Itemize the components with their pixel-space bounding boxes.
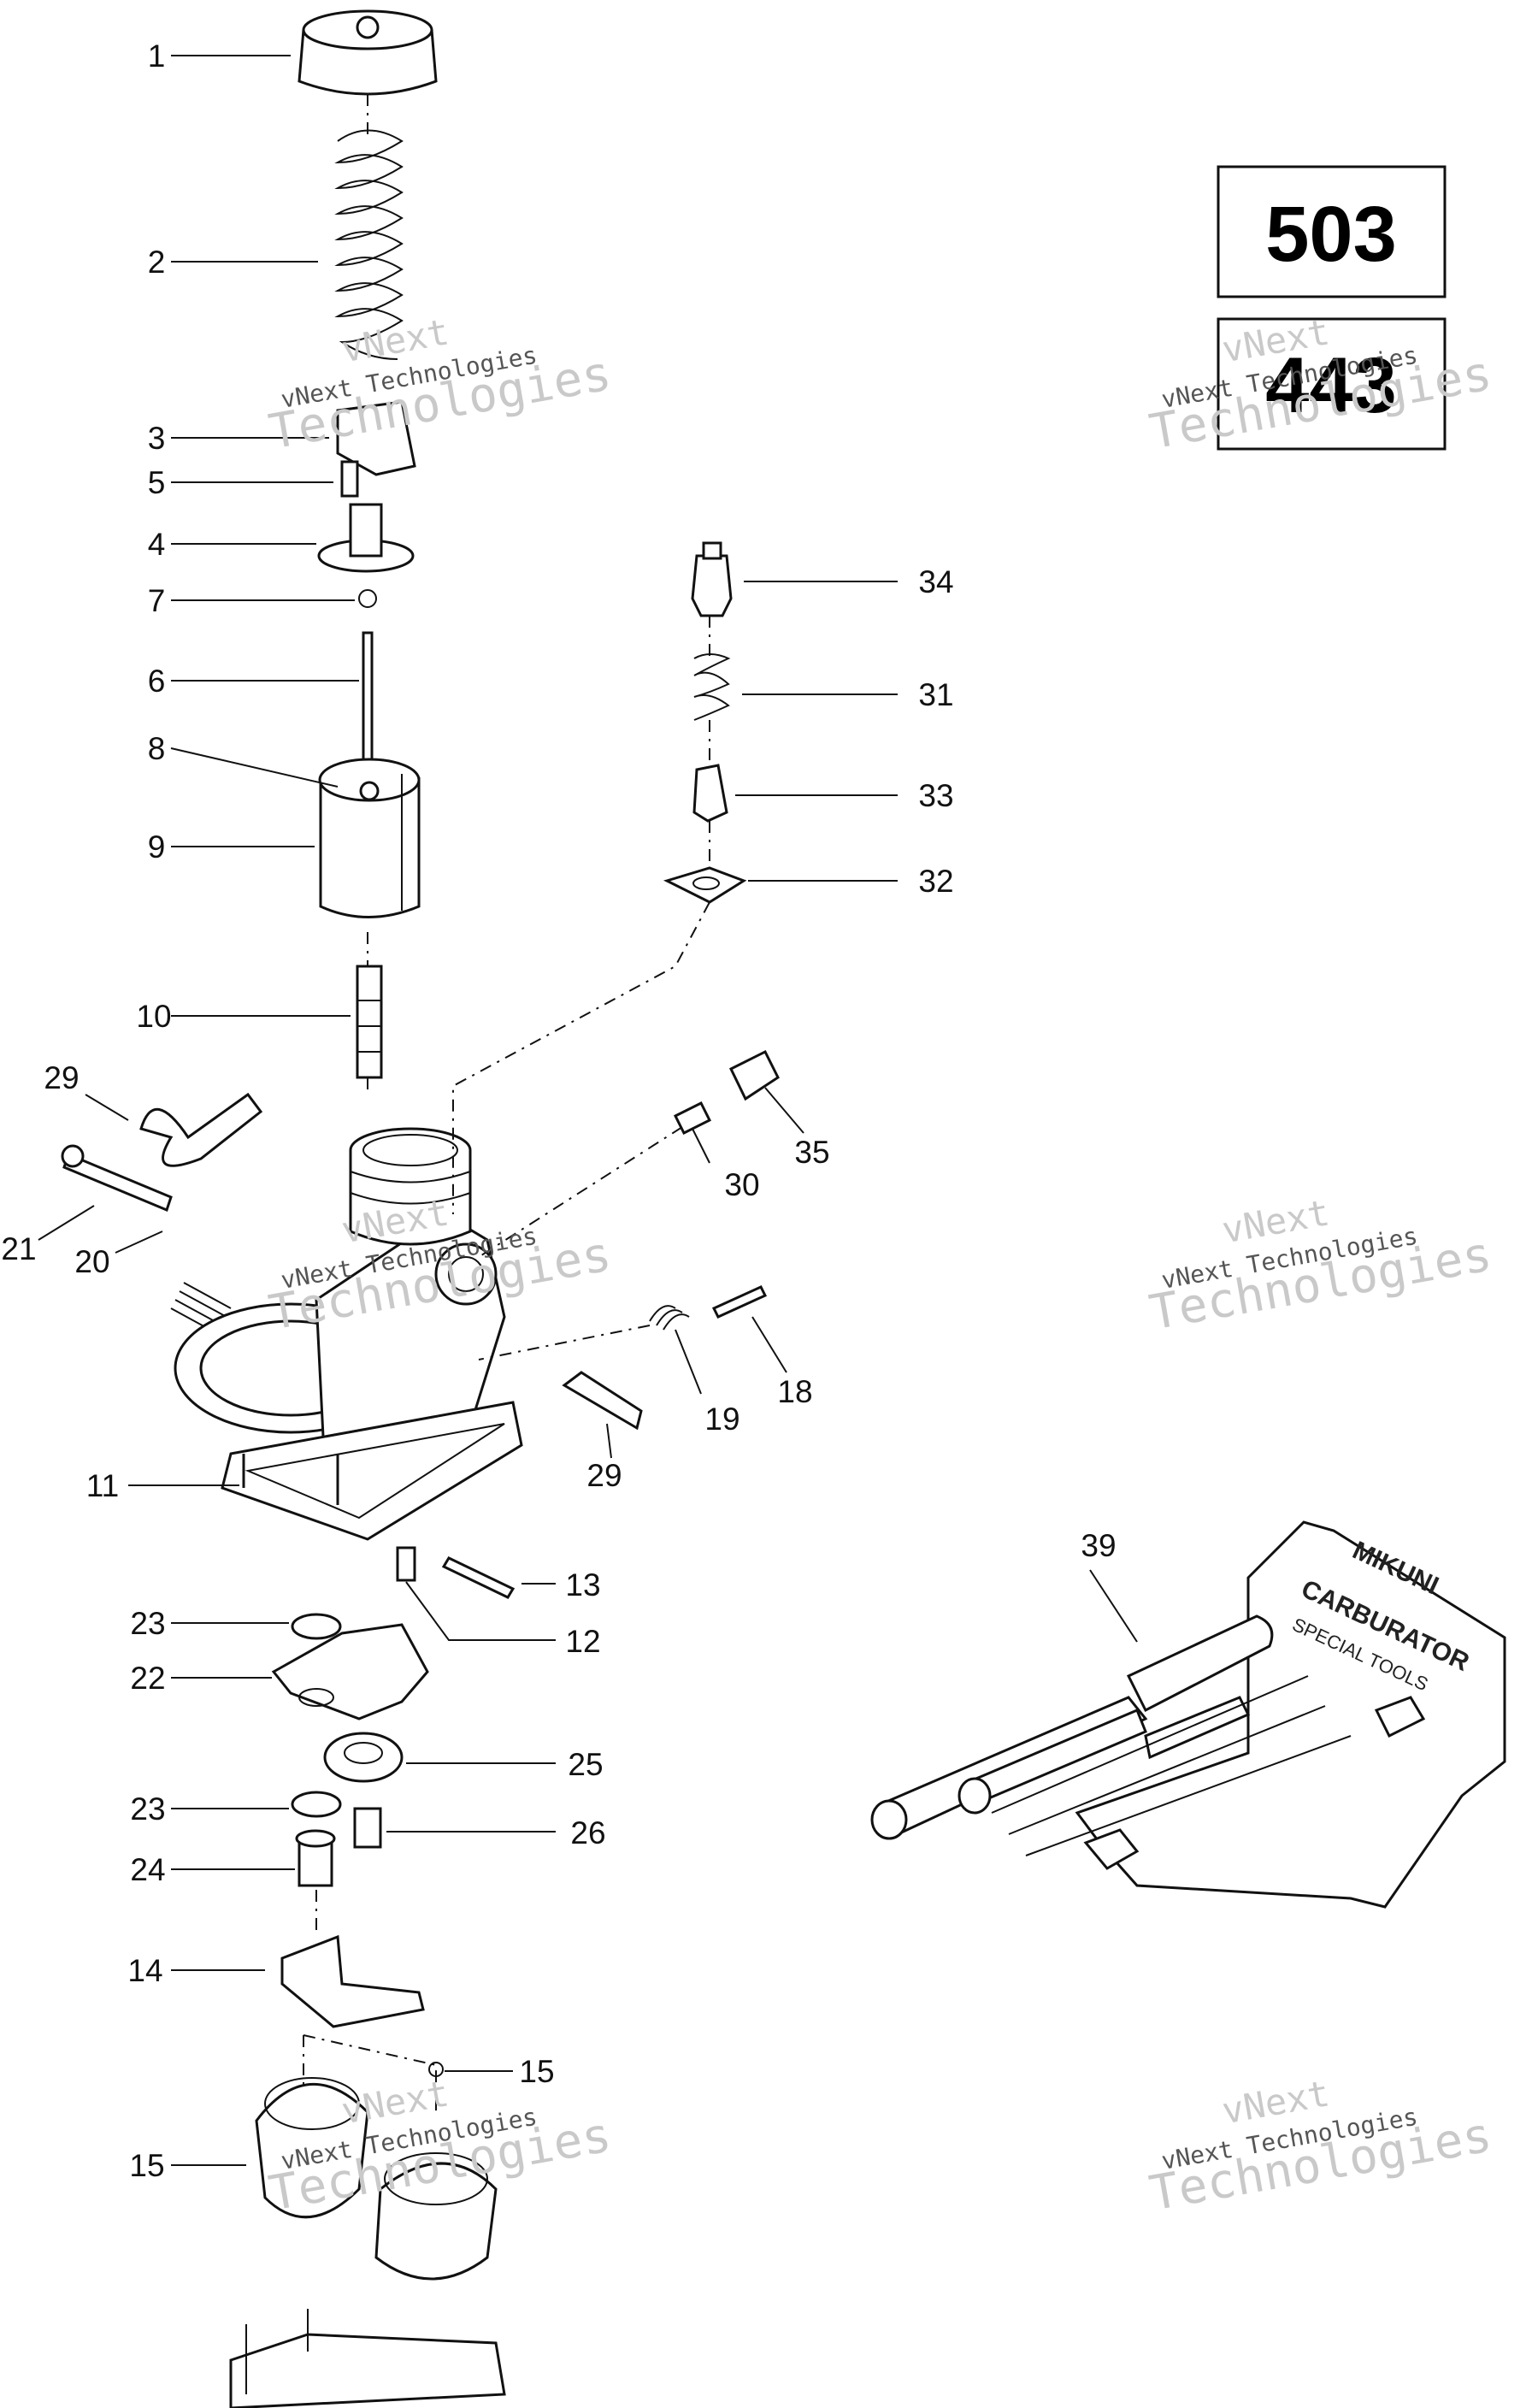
watermark-1: vNext vNext Technologies Technologies bbox=[265, 310, 616, 460]
part-float-arm bbox=[280, 1934, 425, 2028]
part-float-valve-seat bbox=[323, 1732, 404, 1849]
part-tool-kit: MIKUNI CARBURATOR SPECIAL TOOLS bbox=[870, 1520, 1506, 1909]
callout-13: 13 bbox=[565, 1567, 600, 1602]
part-floats bbox=[255, 2062, 498, 2281]
part-spring bbox=[334, 129, 404, 360]
callout-24: 24 bbox=[130, 1852, 165, 1887]
callout-11: 11 bbox=[86, 1468, 119, 1503]
model-box-443-label: 443 bbox=[1265, 342, 1397, 429]
callout-20: 20 bbox=[74, 1244, 109, 1279]
callout-23-top: 23 bbox=[130, 1606, 165, 1641]
callout-8: 8 bbox=[148, 731, 166, 766]
leader-lines bbox=[38, 55, 1138, 2166]
part-cap-small bbox=[673, 1049, 780, 1136]
callout-33: 33 bbox=[918, 778, 953, 813]
callout-21: 21 bbox=[1, 1231, 36, 1266]
watermark-4: vNext vNext Technologies Technologies bbox=[1146, 1191, 1496, 1341]
part-gasket bbox=[271, 1613, 429, 1818]
model-box-443: 443 bbox=[1217, 317, 1447, 451]
callout-7: 7 bbox=[148, 583, 166, 618]
callout-6: 6 bbox=[148, 664, 166, 699]
callout-25: 25 bbox=[568, 1747, 603, 1782]
part-needle-jet bbox=[356, 965, 383, 1079]
assembly-lines bbox=[303, 94, 710, 2112]
callout-labels: 1 2 3 5 4 7 6 8 9 10 29 21 20 11 23 22 2… bbox=[1, 38, 1116, 2183]
callout-26: 26 bbox=[570, 1815, 605, 1850]
callout-15-left: 15 bbox=[129, 2148, 164, 2183]
part-throttle-slide bbox=[318, 758, 421, 918]
part-retainer bbox=[317, 400, 416, 608]
callout-23-bottom: 23 bbox=[130, 1791, 165, 1827]
callout-15-right: 15 bbox=[519, 2054, 554, 2089]
part-cap bbox=[298, 9, 438, 96]
callout-9: 9 bbox=[148, 829, 166, 865]
callout-12: 12 bbox=[565, 1624, 600, 1659]
model-box-503-label: 503 bbox=[1265, 191, 1397, 278]
part-carburetor-body bbox=[174, 1127, 523, 1541]
part-choke-plunger-assembly bbox=[663, 541, 747, 904]
callout-31: 31 bbox=[918, 677, 953, 712]
callout-18: 18 bbox=[777, 1374, 812, 1409]
callout-29-bottom: 29 bbox=[586, 1458, 622, 1493]
callout-14: 14 bbox=[127, 1953, 162, 1988]
callout-3: 3 bbox=[148, 421, 166, 456]
callout-30: 30 bbox=[724, 1167, 759, 1202]
part-hose-bottom bbox=[562, 1371, 643, 1431]
callout-5: 5 bbox=[148, 465, 166, 500]
callout-34: 34 bbox=[918, 564, 953, 599]
callout-2: 2 bbox=[148, 245, 166, 280]
callout-22: 22 bbox=[130, 1661, 165, 1696]
part-jet-and-pin bbox=[396, 1546, 516, 1599]
model-box-503: 503 bbox=[1217, 165, 1447, 298]
callout-1: 1 bbox=[148, 38, 166, 74]
callout-19: 19 bbox=[704, 1402, 739, 1437]
callout-39: 39 bbox=[1081, 1528, 1116, 1563]
callout-35: 35 bbox=[794, 1135, 829, 1170]
part-air-screw bbox=[61, 1144, 232, 1335]
part-pilot-screw bbox=[649, 1285, 768, 1331]
callout-4: 4 bbox=[148, 527, 166, 562]
part-main-jet bbox=[295, 1829, 336, 1887]
callout-32: 32 bbox=[918, 864, 953, 899]
part-hose-top bbox=[139, 1092, 263, 1167]
callout-10: 10 bbox=[136, 999, 171, 1034]
part-float-bowl bbox=[229, 2309, 506, 2408]
watermark-6: vNext vNext Technologies Technologies bbox=[1146, 2072, 1496, 2222]
callout-29-top: 29 bbox=[44, 1060, 79, 1095]
